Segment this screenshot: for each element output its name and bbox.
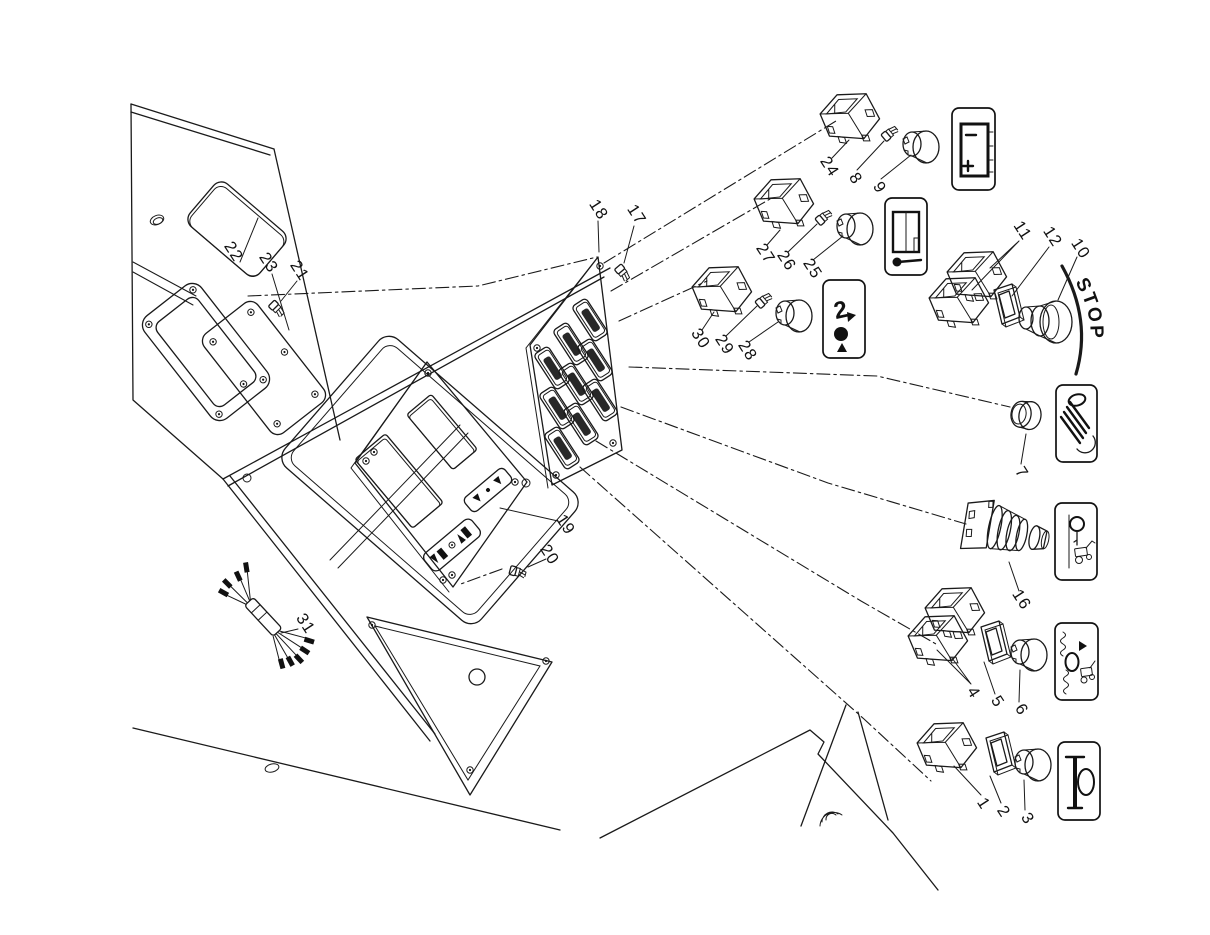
rocker-switch-24 — [815, 83, 886, 154]
rocker-switch-27 — [749, 168, 820, 239]
mounting-plate-19 — [350, 361, 528, 593]
svg-text:2: 2 — [831, 296, 850, 325]
cover-plate-23 — [201, 300, 327, 436]
cover-frame-22 — [141, 282, 271, 422]
stop-button-10 — [1018, 300, 1073, 344]
assembly-axes — [247, 120, 1011, 782]
stop-arc-marking: STOP — [1060, 264, 1107, 376]
switch-11b — [924, 267, 995, 338]
switch-4a — [920, 577, 991, 648]
key-switch-16 — [959, 499, 1050, 552]
button-25 — [836, 212, 874, 246]
cabinet-body — [130, 103, 341, 480]
wiring-harness-31 — [217, 562, 315, 670]
switch-panel-18 — [525, 256, 623, 489]
switch-1 — [912, 712, 983, 783]
button-3 — [1014, 748, 1052, 782]
plate-19-decal-lower — [422, 518, 482, 572]
button-9 — [902, 130, 940, 164]
bulb-29 — [754, 290, 774, 310]
button-6 — [1010, 638, 1048, 672]
key-start-icon — [1054, 502, 1098, 581]
console-desk — [132, 267, 939, 891]
plate-19-cutout-upper — [407, 394, 477, 470]
callout-leaders — [239, 139, 1078, 811]
switch-4b — [903, 605, 974, 676]
cap-7 — [1010, 400, 1042, 431]
svg-text:STOP: STOP — [1071, 275, 1107, 341]
cabinet-access-opening — [187, 181, 287, 277]
two-speed-icon: 2 — [822, 279, 866, 359]
battery-icon — [951, 107, 996, 191]
plate-19-cutout-lower — [355, 434, 443, 528]
screw-20-axis — [457, 568, 503, 586]
tilt-lever-icon — [884, 197, 928, 276]
horn-icon — [1057, 741, 1101, 821]
bezel-5 — [980, 620, 1012, 665]
bulb-8 — [880, 123, 900, 143]
bezel-2 — [985, 731, 1017, 776]
work-light-icon — [1055, 384, 1098, 463]
screw-21 — [267, 299, 287, 319]
stop-label: STOP — [1071, 275, 1104, 341]
button-28 — [775, 299, 813, 333]
glow-plug-icon — [1054, 622, 1099, 701]
screw-17 — [613, 263, 633, 283]
plate-19-decal-right — [463, 467, 513, 513]
bulb-26 — [814, 207, 834, 227]
